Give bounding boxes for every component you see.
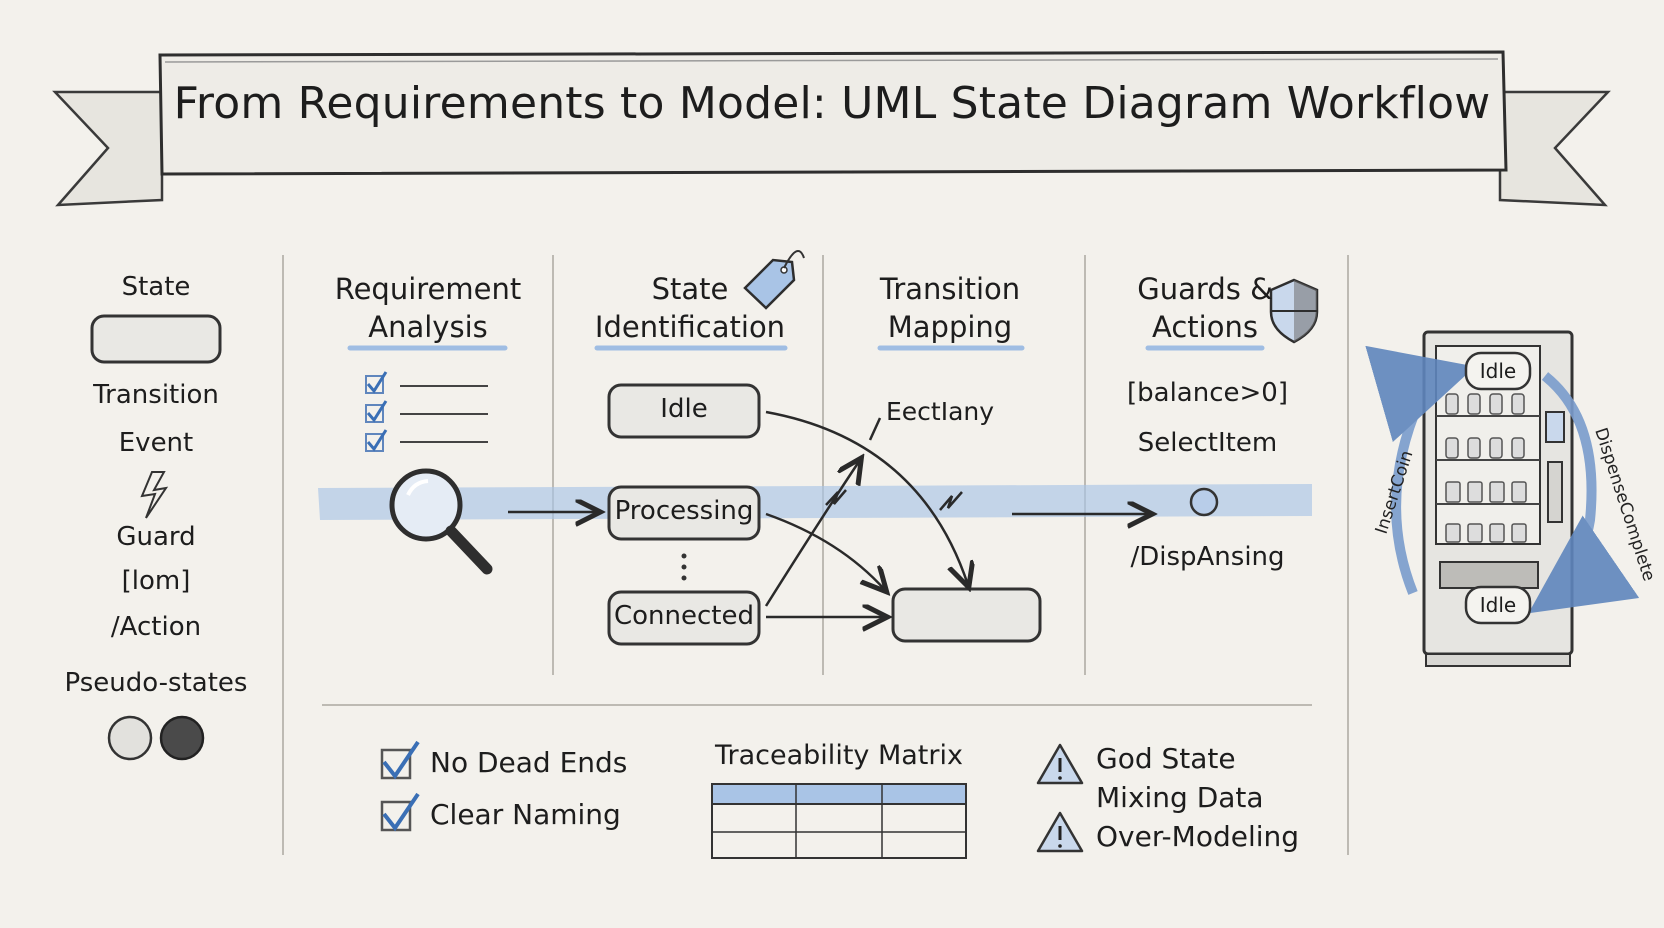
column-header-line2: Analysis xyxy=(368,310,488,344)
vending-top-state-label: Idle xyxy=(1479,359,1517,383)
shield-icon xyxy=(1269,278,1319,344)
warning-god-state: God State xyxy=(1096,742,1236,775)
column-header-line2: Identification xyxy=(594,310,786,344)
legend-guard-example: [lom] xyxy=(121,566,191,596)
flow-band xyxy=(318,484,1312,520)
warning-icons xyxy=(1036,743,1084,853)
transition-arrows xyxy=(764,410,1150,617)
magnifier-icon xyxy=(389,468,493,575)
legend-guard-label: Guard xyxy=(116,522,196,552)
vending-machine xyxy=(1365,330,1640,667)
vending-bottom-state-label: Idle xyxy=(1479,593,1517,617)
pseudo-state-final-shape xyxy=(159,715,205,761)
vending-right-event-label: DispenseComplete xyxy=(1590,425,1658,583)
guard-condition-label: [balance>0] xyxy=(1127,378,1288,408)
guard-junction-node xyxy=(1189,487,1219,517)
legend-state-label: State xyxy=(121,272,191,302)
legend-action-label: /Action xyxy=(110,612,202,642)
column-header-line2: Actions xyxy=(1152,310,1258,344)
state-processing-label: Processing xyxy=(614,496,754,526)
state-connected-label: Connected xyxy=(613,601,754,631)
checklist-item-clear-naming: Clear Naming xyxy=(430,798,621,831)
lightning-icon xyxy=(140,471,169,519)
transition-event-label: EectIany xyxy=(886,397,995,426)
column-header-line1: Transition xyxy=(879,272,1021,306)
title-banner xyxy=(52,50,1611,207)
state-processing-box xyxy=(607,485,761,541)
requirements-checklist-icon xyxy=(365,371,488,452)
column-header-guards-actions: Guards & Actions xyxy=(1095,270,1315,346)
traceability-matrix-title: Traceability Matrix xyxy=(715,740,963,771)
ellipsis-dots xyxy=(681,553,687,581)
warning-mixing-data: Mixing Data xyxy=(1096,781,1264,814)
pseudo-state-initial-shape xyxy=(107,715,153,761)
state-idle-label: Idle xyxy=(660,394,708,424)
tag-icon xyxy=(743,249,805,310)
legend-pseudo-states-label: Pseudo-states xyxy=(64,668,248,698)
traceability-matrix-grid xyxy=(711,783,967,859)
column-header-state-identification: State Identification xyxy=(580,270,800,346)
column-header-line1: Requirement xyxy=(334,272,522,306)
state-connected-box xyxy=(607,590,761,646)
warning-over-modeling: Over-Modeling xyxy=(1096,820,1300,853)
guard-action-label: /DispAnsing xyxy=(1130,542,1285,572)
checklist-item-no-dead-ends: No Dead Ends xyxy=(430,746,628,779)
legend-transition-label: Transition xyxy=(93,380,219,410)
column-header-line2: Mapping xyxy=(887,310,1013,344)
check-icons xyxy=(380,740,420,832)
state-idle-box xyxy=(607,383,761,439)
page-title: From Requirements to Model: UML State Di… xyxy=(173,78,1491,129)
column-dividers xyxy=(282,255,1349,855)
column-header-transition-mapping: Transition Mapping xyxy=(840,270,1060,346)
column-header-line1: State xyxy=(651,272,729,306)
target-state-box xyxy=(891,587,1042,643)
column-header-line1: Guards & xyxy=(1137,272,1273,306)
guard-event-label: SelectItem xyxy=(1137,428,1278,458)
vending-left-event-label: InsertCoin xyxy=(1372,448,1418,536)
legend-state-shape xyxy=(90,314,222,364)
column-header-requirement-analysis: Requirement Analysis xyxy=(318,270,538,346)
legend-event-label: Event xyxy=(118,428,194,458)
